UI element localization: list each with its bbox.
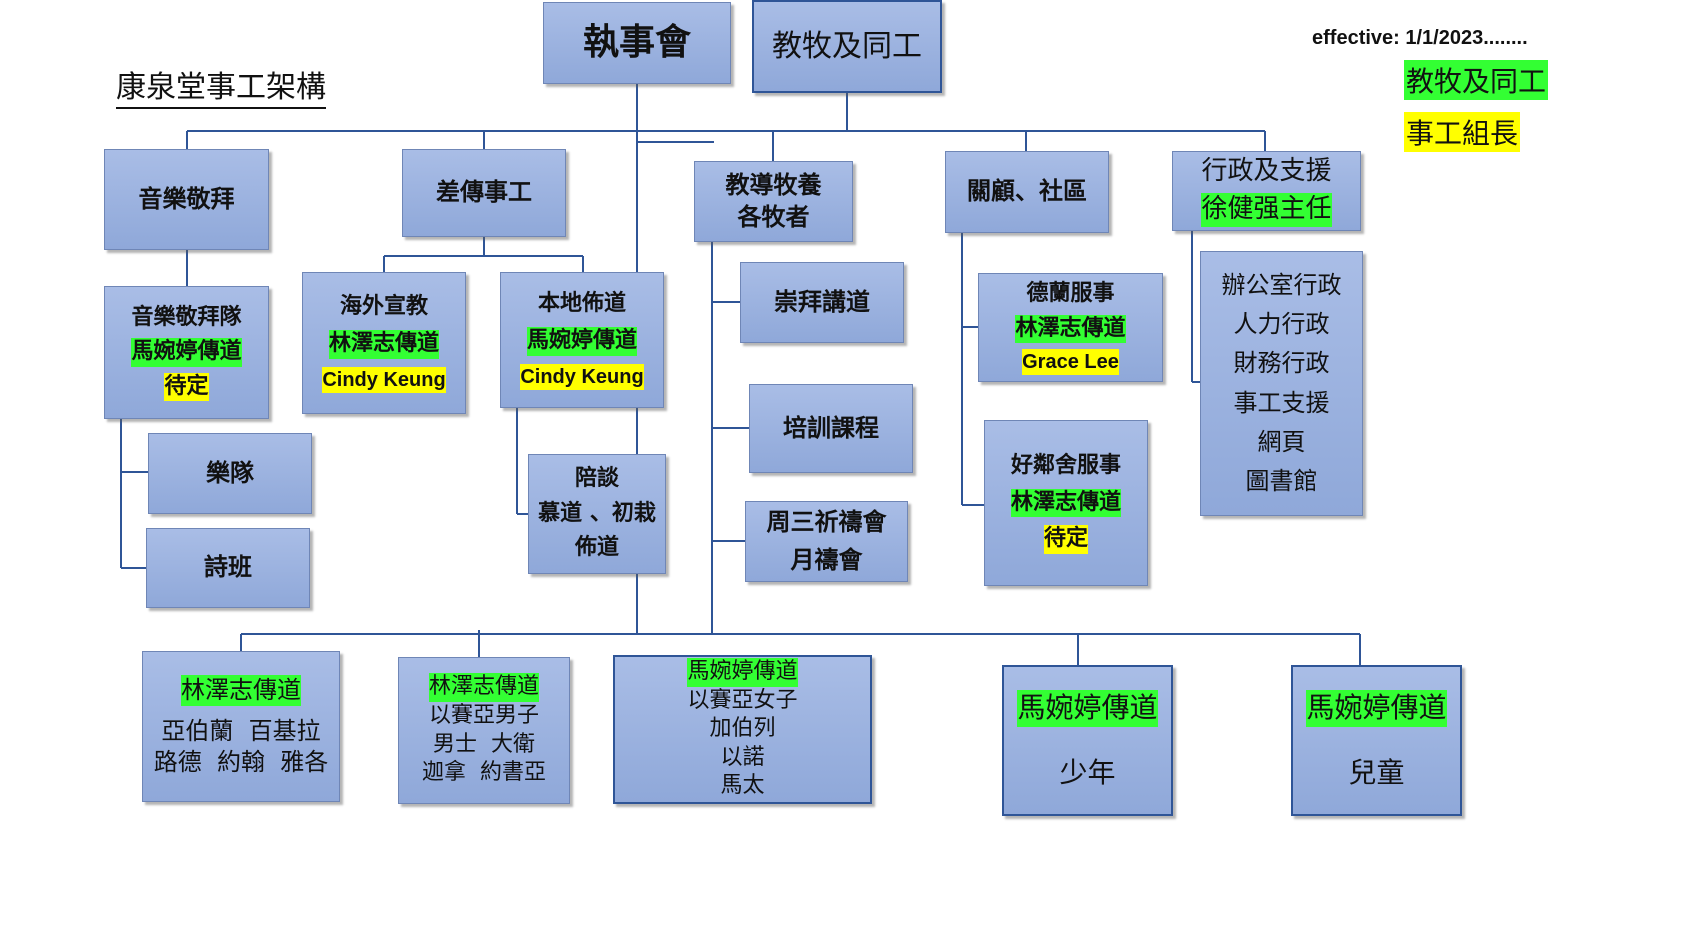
legend-staff: 教牧及同工 [1404,60,1549,100]
group-3-staff: 馬婉婷傳道 [687,658,798,687]
teaching-head-sub: 各牧者 [737,202,810,231]
mission-head-box: 差傳事工 [402,149,566,237]
pastoral-box: 教牧及同工 [752,0,942,93]
visit-line-1: 陪談 [574,466,619,492]
admin-item: 事工支援 [1233,388,1330,417]
group-box-4: 馬婉婷傳道 少年 [1002,665,1173,816]
board-box: 執事會 [543,2,731,84]
music-team-leader: 待定 [164,372,209,402]
neighbor-staff: 林澤志傳道 [1010,488,1121,518]
worship-label: 崇拜講道 [774,287,870,316]
effective-date: effective: 1/1/2023........ [1312,27,1528,49]
care-head-box: 關顧、社區 [945,151,1109,233]
admin-head-staff: 徐健强主任 [1201,193,1332,227]
legend-leader: 事工組長 [1404,112,1521,152]
group-5-line-1: 兒童 [1348,755,1405,789]
choir-label: 詩班 [204,553,252,582]
local-label: 本地佈道 [537,291,626,317]
group-1-staff: 林澤志傳道 [181,674,301,706]
admin-items-box: 辦公室行政 人力行政 財務行政 事工支援 網頁 圖書館 [1200,251,1363,516]
prayer-label-1: 周三祈禱會 [766,508,887,537]
care-head-label: 關顧、社區 [967,177,1087,206]
admin-item: 網頁 [1257,427,1306,456]
group-3-line-1: 以賽亞女子 [687,687,798,713]
neighbor-leader: 待定 [1043,525,1088,554]
prayer-box: 周三祈禱會 月禱會 [745,501,908,582]
band-label: 樂隊 [206,458,254,487]
delan-box: 德蘭服事 林澤志傳道 Grace Lee [978,273,1163,382]
neighbor-box: 好鄰舍服事 林澤志傳道 待定 [984,420,1148,586]
admin-item: 財務行政 [1233,349,1330,378]
choir-box: 詩班 [146,528,310,608]
overseas-staff: 林澤志傳道 [328,330,439,359]
band-box: 樂隊 [148,433,312,514]
group-2-line-2: 男士 大衛 [433,731,535,757]
training-box: 培訓課程 [749,384,913,473]
pastoral-label: 教牧及同工 [772,29,922,64]
admin-item: 辦公室行政 [1221,270,1342,299]
group-1-line-1: 亞伯蘭 百基拉 [161,716,321,745]
local-staff: 馬婉婷傳道 [526,327,637,356]
teaching-head-box: 教導牧養 各牧者 [694,161,853,242]
music-head-label: 音樂敬拜 [138,184,235,213]
music-team-box: 音樂敬拜隊 馬婉婷傳道 待定 [104,286,269,419]
mission-head-label: 差傳事工 [436,178,532,207]
delan-leader: Grace Lee [1022,349,1119,376]
prayer-label-2: 月禱會 [790,545,863,574]
group-3-line-4: 馬太 [720,773,765,799]
delan-label: 德蘭服事 [1026,280,1115,306]
group-4-line-1: 少年 [1059,755,1116,789]
board-label: 執事會 [582,21,691,63]
delan-staff: 林澤志傳道 [1015,314,1126,344]
group-5-staff: 馬婉婷傳道 [1306,690,1447,727]
admin-head-label: 行政及支援 [1201,156,1332,187]
worship-box: 崇拜講道 [740,262,904,343]
visit-box: 陪談 慕道 、初栽 佈道 [528,454,666,574]
neighbor-label: 好鄰舍服事 [1010,453,1121,479]
admin-item: 圖書館 [1245,466,1318,495]
visit-line-3: 佈道 [574,535,619,561]
group-2-line-1: 以賽亞男子 [428,702,539,728]
group-2-line-3: 迦拿 約書亞 [422,760,546,786]
music-team-label: 音樂敬拜隊 [131,304,242,330]
overseas-label: 海外宣教 [339,294,428,320]
local-leader: Cindy Keung [520,363,644,390]
overseas-leader: Cindy Keung [322,366,446,393]
music-head-box: 音樂敬拜 [104,149,269,250]
visit-line-2: 慕道 、初栽 [538,500,656,526]
group-3-line-3: 以諾 [720,744,765,770]
admin-item: 人力行政 [1233,310,1330,339]
overseas-box: 海外宣教 林澤志傳道 Cindy Keung [302,272,466,414]
group-box-3: 馬婉婷傳道 以賽亞女子 加伯列 以諾 馬太 [613,655,872,804]
group-2-staff: 林澤志傳道 [428,673,539,702]
group-4-staff: 馬婉婷傳道 [1017,690,1158,727]
group-box-1: 林澤志傳道 亞伯蘭 百基拉 路德 約翰 雅各 [142,651,340,802]
teaching-head-label: 教導牧養 [725,171,822,200]
music-team-staff: 馬婉婷傳道 [131,338,242,367]
group-box-5: 馬婉婷傳道 兒童 [1291,665,1462,816]
group-1-line-2: 路德 約翰 雅各 [153,748,329,777]
chart-title: 康泉堂事工架構 [116,70,326,109]
admin-head-box: 行政及支援 徐健强主任 [1172,151,1361,231]
local-box: 本地佈道 馬婉婷傳道 Cindy Keung [500,272,664,408]
group-box-2: 林澤志傳道 以賽亞男子 男士 大衛 迦拿 約書亞 [398,657,570,804]
group-3-line-2: 加伯列 [709,716,776,742]
training-label: 培訓課程 [783,413,879,442]
